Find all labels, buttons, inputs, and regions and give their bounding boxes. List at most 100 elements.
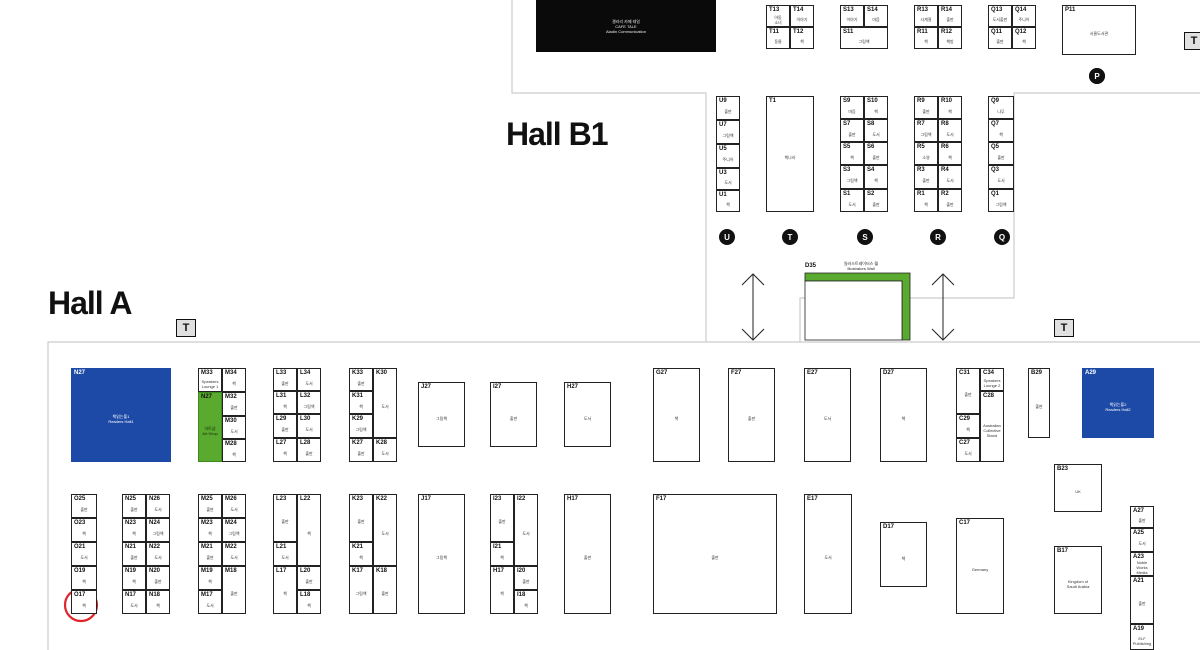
toilet-icon-b1[interactable]: T [1184, 32, 1200, 50]
row-marker-r[interactable]: R [930, 229, 946, 245]
top-feature-booth[interactable]: 갤러리 카페 테일 CAFE TALE Aladin Communication [536, 0, 716, 52]
row-marker-t[interactable]: T [782, 229, 798, 245]
toilet-icon-a-right[interactable]: T [1054, 319, 1074, 337]
toilet-icon-a-left[interactable]: T [176, 319, 196, 337]
row-marker-u[interactable]: U [719, 229, 735, 245]
